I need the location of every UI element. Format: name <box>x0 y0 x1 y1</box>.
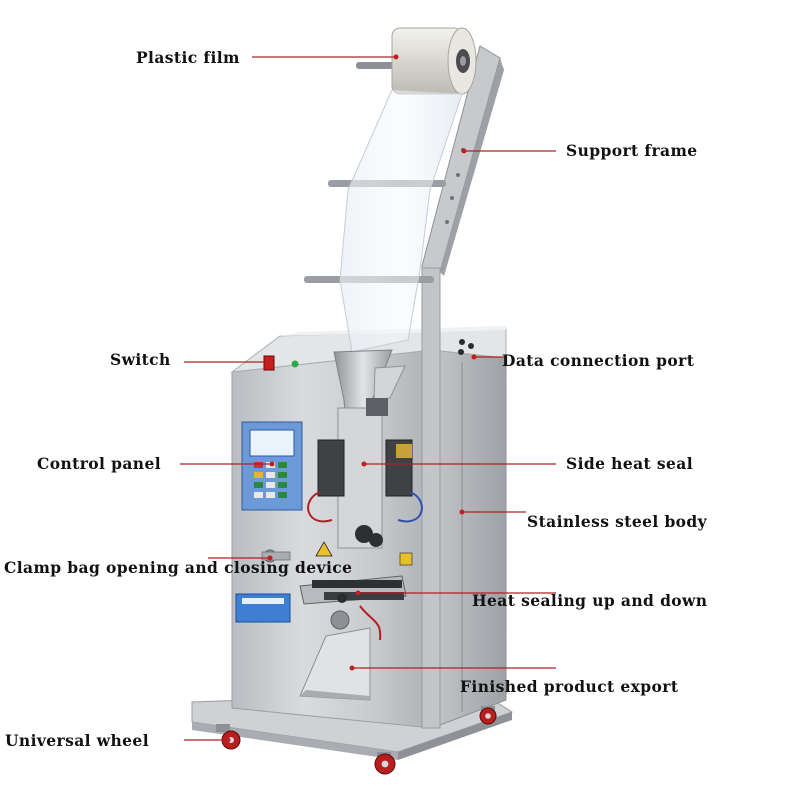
label-finished-product-export: Finished product export <box>460 677 679 696</box>
label-support-frame: Support frame <box>566 141 698 160</box>
machine-illustration <box>191 27 514 775</box>
label-clamp-bag-device: Clamp bag opening and closing device <box>4 558 352 577</box>
label-plastic-film: Plastic film <box>136 48 240 67</box>
label-heat-sealing: Heat sealing up and down <box>472 591 707 610</box>
label-universal-wheel: Universal wheel <box>5 731 149 750</box>
label-control-panel: Control panel <box>37 454 161 473</box>
heat-seal-jaws <box>299 575 407 641</box>
label-data-connection-port: Data connection port <box>502 351 695 370</box>
label-side-heat-seal: Side heat seal <box>566 454 693 473</box>
leader-lines <box>180 54 556 743</box>
label-switch: Switch <box>110 350 171 369</box>
plastic-film-sheet <box>339 89 463 353</box>
film-roll <box>391 27 477 95</box>
callout-labels: Plastic film Support frame Switch Data c… <box>4 48 708 750</box>
body-side <box>431 349 507 729</box>
label-stainless-steel-body: Stainless steel body <box>527 512 708 531</box>
